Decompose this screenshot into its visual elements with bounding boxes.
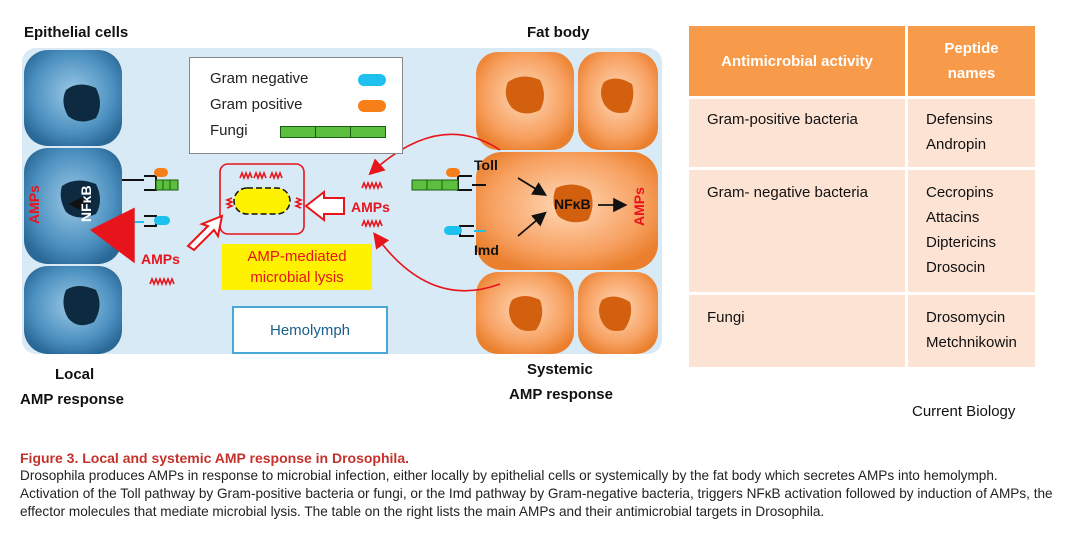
hemolymph-label: Hemolymph xyxy=(232,306,388,354)
legend-fungi-label: Fungi xyxy=(210,122,248,139)
journal-credit: Current Biology xyxy=(912,403,1016,420)
toll-label: Toll xyxy=(474,157,498,173)
nfkb-label-epithelial: NFκB xyxy=(78,185,94,222)
local-label-line2: AMP response xyxy=(20,391,124,408)
fat-body-nucleus xyxy=(601,78,634,113)
caption-title: Figure 3. Local and systemic AMP respons… xyxy=(20,450,409,466)
row-activity: Gram-positive bacteria xyxy=(689,99,908,167)
arrow-imd-to-nfkb xyxy=(517,211,547,237)
epithelial-nucleus xyxy=(63,84,100,122)
arrow-amps-secretion-local xyxy=(89,207,135,264)
table-row: Gram- negative bacteria Cecropins Attaci… xyxy=(689,170,1035,292)
systemic-label-line2: AMP response xyxy=(509,386,613,403)
fat-body-nucleus xyxy=(599,296,632,331)
gram-negative-bacterium xyxy=(444,226,462,235)
lysed-bacterium xyxy=(233,187,291,215)
epithelial-cells-label: Epithelial cells xyxy=(24,24,129,41)
imd-label: Imd xyxy=(474,242,499,258)
table-header-row: Antimicrobial activity Peptide names xyxy=(689,26,1035,96)
row-peptides: Defensins Andropin xyxy=(906,99,1035,167)
caption-body: Drosophila produces AMPs in response to … xyxy=(20,468,1053,519)
gram-negative-bacterium xyxy=(154,216,170,225)
legend-gram-negative-label: Gram negative xyxy=(210,70,309,87)
fat-body-nucleus xyxy=(505,76,544,114)
row-peptides: Cecropins Attacins Diptericins Drosocin xyxy=(906,170,1035,292)
arrow-amps-attack-left xyxy=(186,214,224,252)
row-peptides: Drosomycin Metchnikowin xyxy=(906,295,1035,367)
fat-body-label: Fat body xyxy=(527,24,590,41)
epithelial-cells xyxy=(24,50,122,354)
amps-label-local: AMPs xyxy=(141,251,180,267)
table-row: Fungi Drosomycin Metchnikowin xyxy=(689,295,1035,367)
fat-body-nucleus xyxy=(509,296,543,331)
fungi-hypha xyxy=(411,179,459,191)
amp-lysis-label: AMP-mediated microbial lysis xyxy=(222,244,372,290)
nfkb-label-fat-body: NFκB xyxy=(554,196,591,212)
fungi-hypha xyxy=(155,179,179,191)
arrow-toll-to-nfkb xyxy=(517,177,548,196)
gram-positive-bacterium xyxy=(446,168,460,177)
microbe-legend: Gram negative Gram positive Fungi xyxy=(189,57,403,154)
gram-negative-swatch xyxy=(358,74,386,86)
legend-gram-positive-label: Gram positive xyxy=(210,96,303,113)
arrow-amps-secretion-top xyxy=(368,133,501,176)
fungi-swatch xyxy=(280,126,386,138)
lysis-frame xyxy=(219,163,305,235)
arrow-amps-secretion-bottom xyxy=(373,232,501,292)
amp-response-diagram xyxy=(22,48,662,354)
row-activity: Fungi xyxy=(689,295,908,367)
gram-positive-bacterium xyxy=(154,168,168,177)
header-antimicrobial-activity: Antimicrobial activity xyxy=(689,26,908,96)
local-label-line1: Local xyxy=(55,366,95,383)
amp-targets-table: Antimicrobial activity Peptide names Gra… xyxy=(689,26,1035,367)
amps-label-fat-body: AMPs xyxy=(631,187,647,226)
row-activity: Gram- negative bacteria xyxy=(689,170,908,292)
amp-peptides xyxy=(149,170,383,287)
fat-body-receptors xyxy=(411,168,486,237)
arrow-amps-attack-right xyxy=(304,189,345,223)
header-peptide-names: Peptide names xyxy=(906,26,1035,96)
systemic-label-line1: Systemic xyxy=(527,361,593,378)
table-row: Gram-positive bacteria Defensins Andropi… xyxy=(689,99,1035,167)
gram-positive-swatch xyxy=(358,100,386,112)
amps-label-hemolymph: AMPs xyxy=(351,199,390,215)
amps-label-epithelial: AMPs xyxy=(26,185,42,224)
fat-body-nucleus xyxy=(553,184,593,223)
fat-body-cells xyxy=(476,52,658,354)
epithelial-nucleus xyxy=(63,286,100,326)
